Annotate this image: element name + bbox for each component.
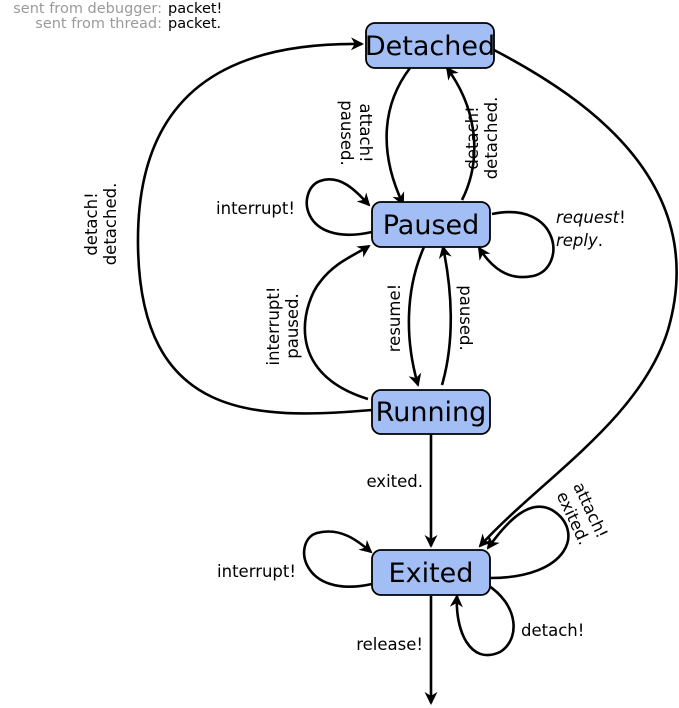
edges [136,37,678,705]
node-box-running [371,389,491,435]
label-resume: resume! [385,284,404,352]
edge-running-paused [438,245,453,386]
label-request-word: request [556,208,620,227]
label-running-paused: paused. [456,285,475,351]
legend-thread-label: sent from thread: [35,16,162,32]
label-detach-line2: detached. [482,97,501,180]
label-detach: detach! detached. [463,97,501,180]
edge-labels: attach! paused. detach! detached. detach… [82,97,626,654]
label-running-interrupt-line1: interrupt! [264,287,283,366]
node-box-paused [371,201,491,248]
state-label-detached: Detached [365,31,495,62]
edge-running-interrupt [303,244,371,401]
edge-detached-exited [478,48,678,548]
label-reply-mark: . [598,231,603,250]
label-outer-detach-line1: detach! [82,192,101,255]
label-detach-line1: detach! [463,106,482,169]
label-exited: exited. [366,472,423,491]
state-detached: Detached [365,22,495,69]
label-resume-text: resume! [385,284,404,352]
label-reply: reply. [556,231,603,250]
node-box-exited [371,549,491,596]
state-paused: Paused [371,201,491,248]
state-exited: Exited [371,549,491,596]
state-label-paused: Paused [383,210,480,241]
legend: sent from debugger: packet! sent from th… [13,1,222,32]
label-attach: attach! paused. [337,100,375,166]
edge-exited-attach-loop [486,505,570,580]
label-attach-exited: attach! exited. [553,479,612,548]
label-reply-word: reply [556,231,598,250]
label-request: request! [556,208,626,227]
state-label-running: Running [376,397,487,428]
label-running-interrupt-line2: paused. [283,293,302,359]
edge-exited-detach-loop [449,582,515,657]
label-exited-detach: detach! [521,621,584,640]
edge-outer-detach [136,37,373,415]
legend-thread-value: packet. [168,16,221,32]
label-release: release! [356,635,423,654]
label-running-interrupt: interrupt! paused. [264,287,302,366]
legend-debugger-label: sent from debugger: [13,1,162,17]
label-attach-line1: attach! [356,103,375,162]
label-outer-detach: detach! detached. [82,183,120,266]
label-exited-interrupt: interrupt! [217,562,296,581]
state-running: Running [371,389,491,435]
label-request-mark: ! [619,208,626,227]
node-box-detached [365,22,495,69]
edge-detach [445,66,476,201]
edge-paused-interrupt-loop [305,178,373,236]
edge-request-reply-loop [477,210,555,279]
label-paused-interrupt: interrupt! [216,199,295,218]
edge-attach [385,67,412,206]
edge-resume [407,246,426,387]
legend-debugger-value: packet! [168,1,222,17]
label-outer-detach-line2: detached. [101,183,120,266]
label-running-paused-text: paused. [456,285,475,351]
state-label-exited: Exited [389,558,474,589]
edge-exited-interrupt-loop [302,530,373,588]
label-attach-line2: paused. [337,100,356,166]
